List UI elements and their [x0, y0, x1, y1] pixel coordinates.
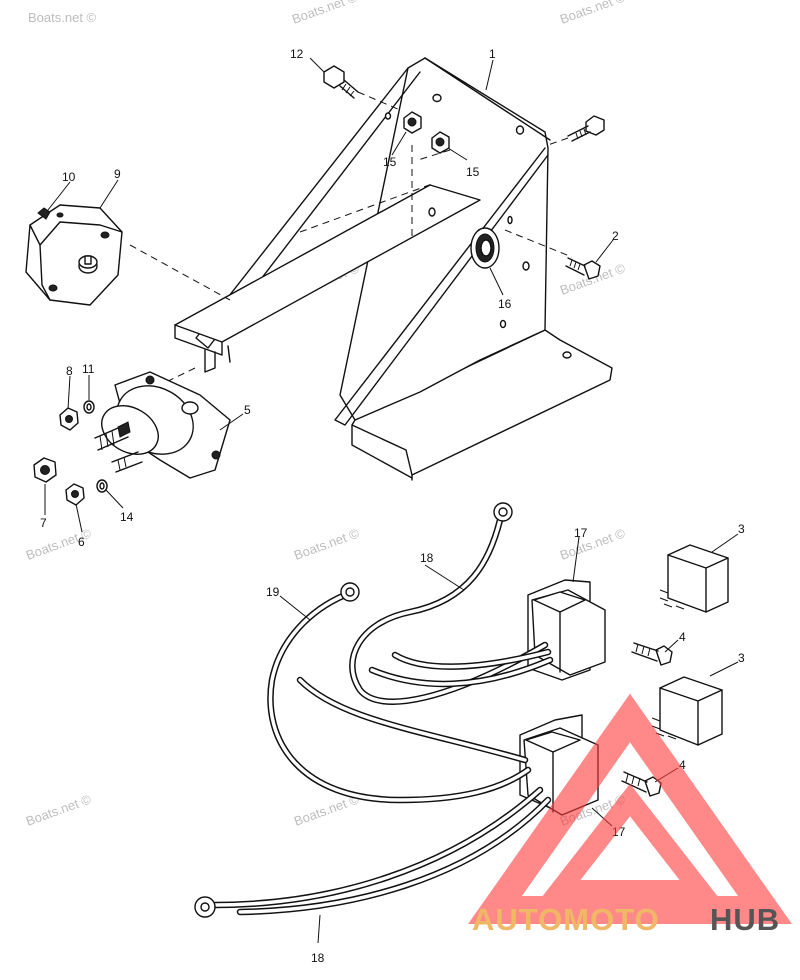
callout-17: 17	[574, 526, 588, 540]
relay-part-3-bottom	[651, 676, 723, 746]
callout-15: 15	[466, 165, 480, 179]
wire-harness-part-19	[267, 582, 532, 804]
callout-15: 15	[383, 155, 397, 169]
solenoid-part-5	[94, 371, 231, 479]
callout-19: 19	[266, 585, 280, 599]
callout-5: 5	[244, 403, 251, 417]
washer-part-11	[83, 400, 95, 414]
screw-part-4-top	[631, 642, 673, 666]
bracket-part-1	[174, 57, 613, 481]
callout-3: 3	[738, 651, 745, 665]
watermark-text: Boats.net ©	[292, 525, 362, 563]
callout-16: 16	[498, 297, 512, 311]
wire-harness-part-18-bottom	[194, 786, 552, 918]
callout-10: 10	[62, 170, 76, 184]
relay-part-3-top	[659, 544, 729, 613]
circuit-breaker-part-9	[25, 204, 123, 306]
screw-part-2	[565, 257, 601, 280]
nut-part-6	[65, 483, 85, 506]
assembly-lines	[129, 91, 573, 386]
watermark-text: Boats.net ©	[28, 10, 97, 25]
callout-6: 6	[78, 535, 85, 549]
watermark-text: Boats.net ©	[558, 0, 628, 27]
callout-4: 4	[679, 758, 686, 772]
logo-text-automoto: AUTOMOTO	[472, 902, 660, 937]
automotohub-logo: AUTOMOTO HUB	[468, 693, 792, 937]
watermark-text: Boats.net ©	[24, 791, 94, 829]
logo-text-hub: HUB	[710, 902, 780, 937]
bolt-upper-right	[567, 115, 605, 142]
callout-1: 1	[489, 47, 496, 61]
callout-12: 12	[290, 47, 304, 61]
callout-14: 14	[120, 510, 134, 524]
callout-labels: 1 2 3 3 4 4 5 6 7 8 9 10 11 12 14 15 15 …	[40, 47, 745, 965]
callout-18: 18	[311, 951, 325, 965]
grommet-part-16	[470, 227, 500, 269]
nut-part-7	[33, 457, 57, 483]
callout-8: 8	[66, 364, 73, 378]
callout-7: 7	[40, 516, 47, 530]
callout-18: 18	[420, 551, 434, 565]
washer-part-14	[96, 479, 108, 493]
nut-part-15-left	[403, 111, 422, 134]
watermark-text: Boats.net ©	[290, 0, 360, 27]
callout-4: 4	[679, 630, 686, 644]
nut-part-15-right	[431, 131, 450, 154]
screw-part-4-bottom	[621, 771, 662, 797]
callout-11: 11	[82, 362, 95, 376]
bolt-part-12	[323, 65, 359, 99]
wire-harness-part-18-top	[349, 502, 554, 705]
callout-3: 3	[738, 522, 745, 536]
callout-2: 2	[612, 229, 619, 243]
watermark-text: Boats.net ©	[558, 525, 628, 563]
nut-part-8	[59, 407, 79, 431]
warning-triangle-icon	[468, 693, 792, 924]
callout-9: 9	[114, 167, 121, 181]
